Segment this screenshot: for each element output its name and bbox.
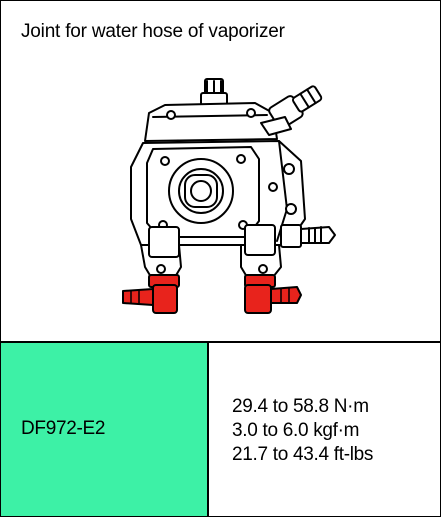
part-number: DF972-E2 — [21, 418, 106, 439]
page-title: Joint for water hose of vaporizer — [21, 21, 285, 42]
torque-foot-pounds: 21.7 to 43.4 ft-lbs — [232, 444, 374, 465]
part-number-cell: DF972-E2 — [1, 343, 209, 516]
torque-newton-meters: 29.4 to 58.8 N·m — [232, 396, 369, 417]
torque-kgf-meters: 3.0 to 6.0 kgf·m — [232, 420, 360, 441]
torque-cell: 29.4 to 58.8 N·m 3.0 to 6.0 kgf·m 21.7 t… — [209, 343, 440, 516]
spec-row: DF972-E2 29.4 to 58.8 N·m 3.0 to 6.0 kgf… — [1, 343, 440, 516]
illustration-panel: Joint for water hose of vaporizer — [1, 1, 440, 343]
vaporizer-illustration — [122, 78, 336, 314]
torque-values: 29.4 to 58.8 N·m 3.0 to 6.0 kgf·m 21.7 t… — [232, 395, 373, 467]
